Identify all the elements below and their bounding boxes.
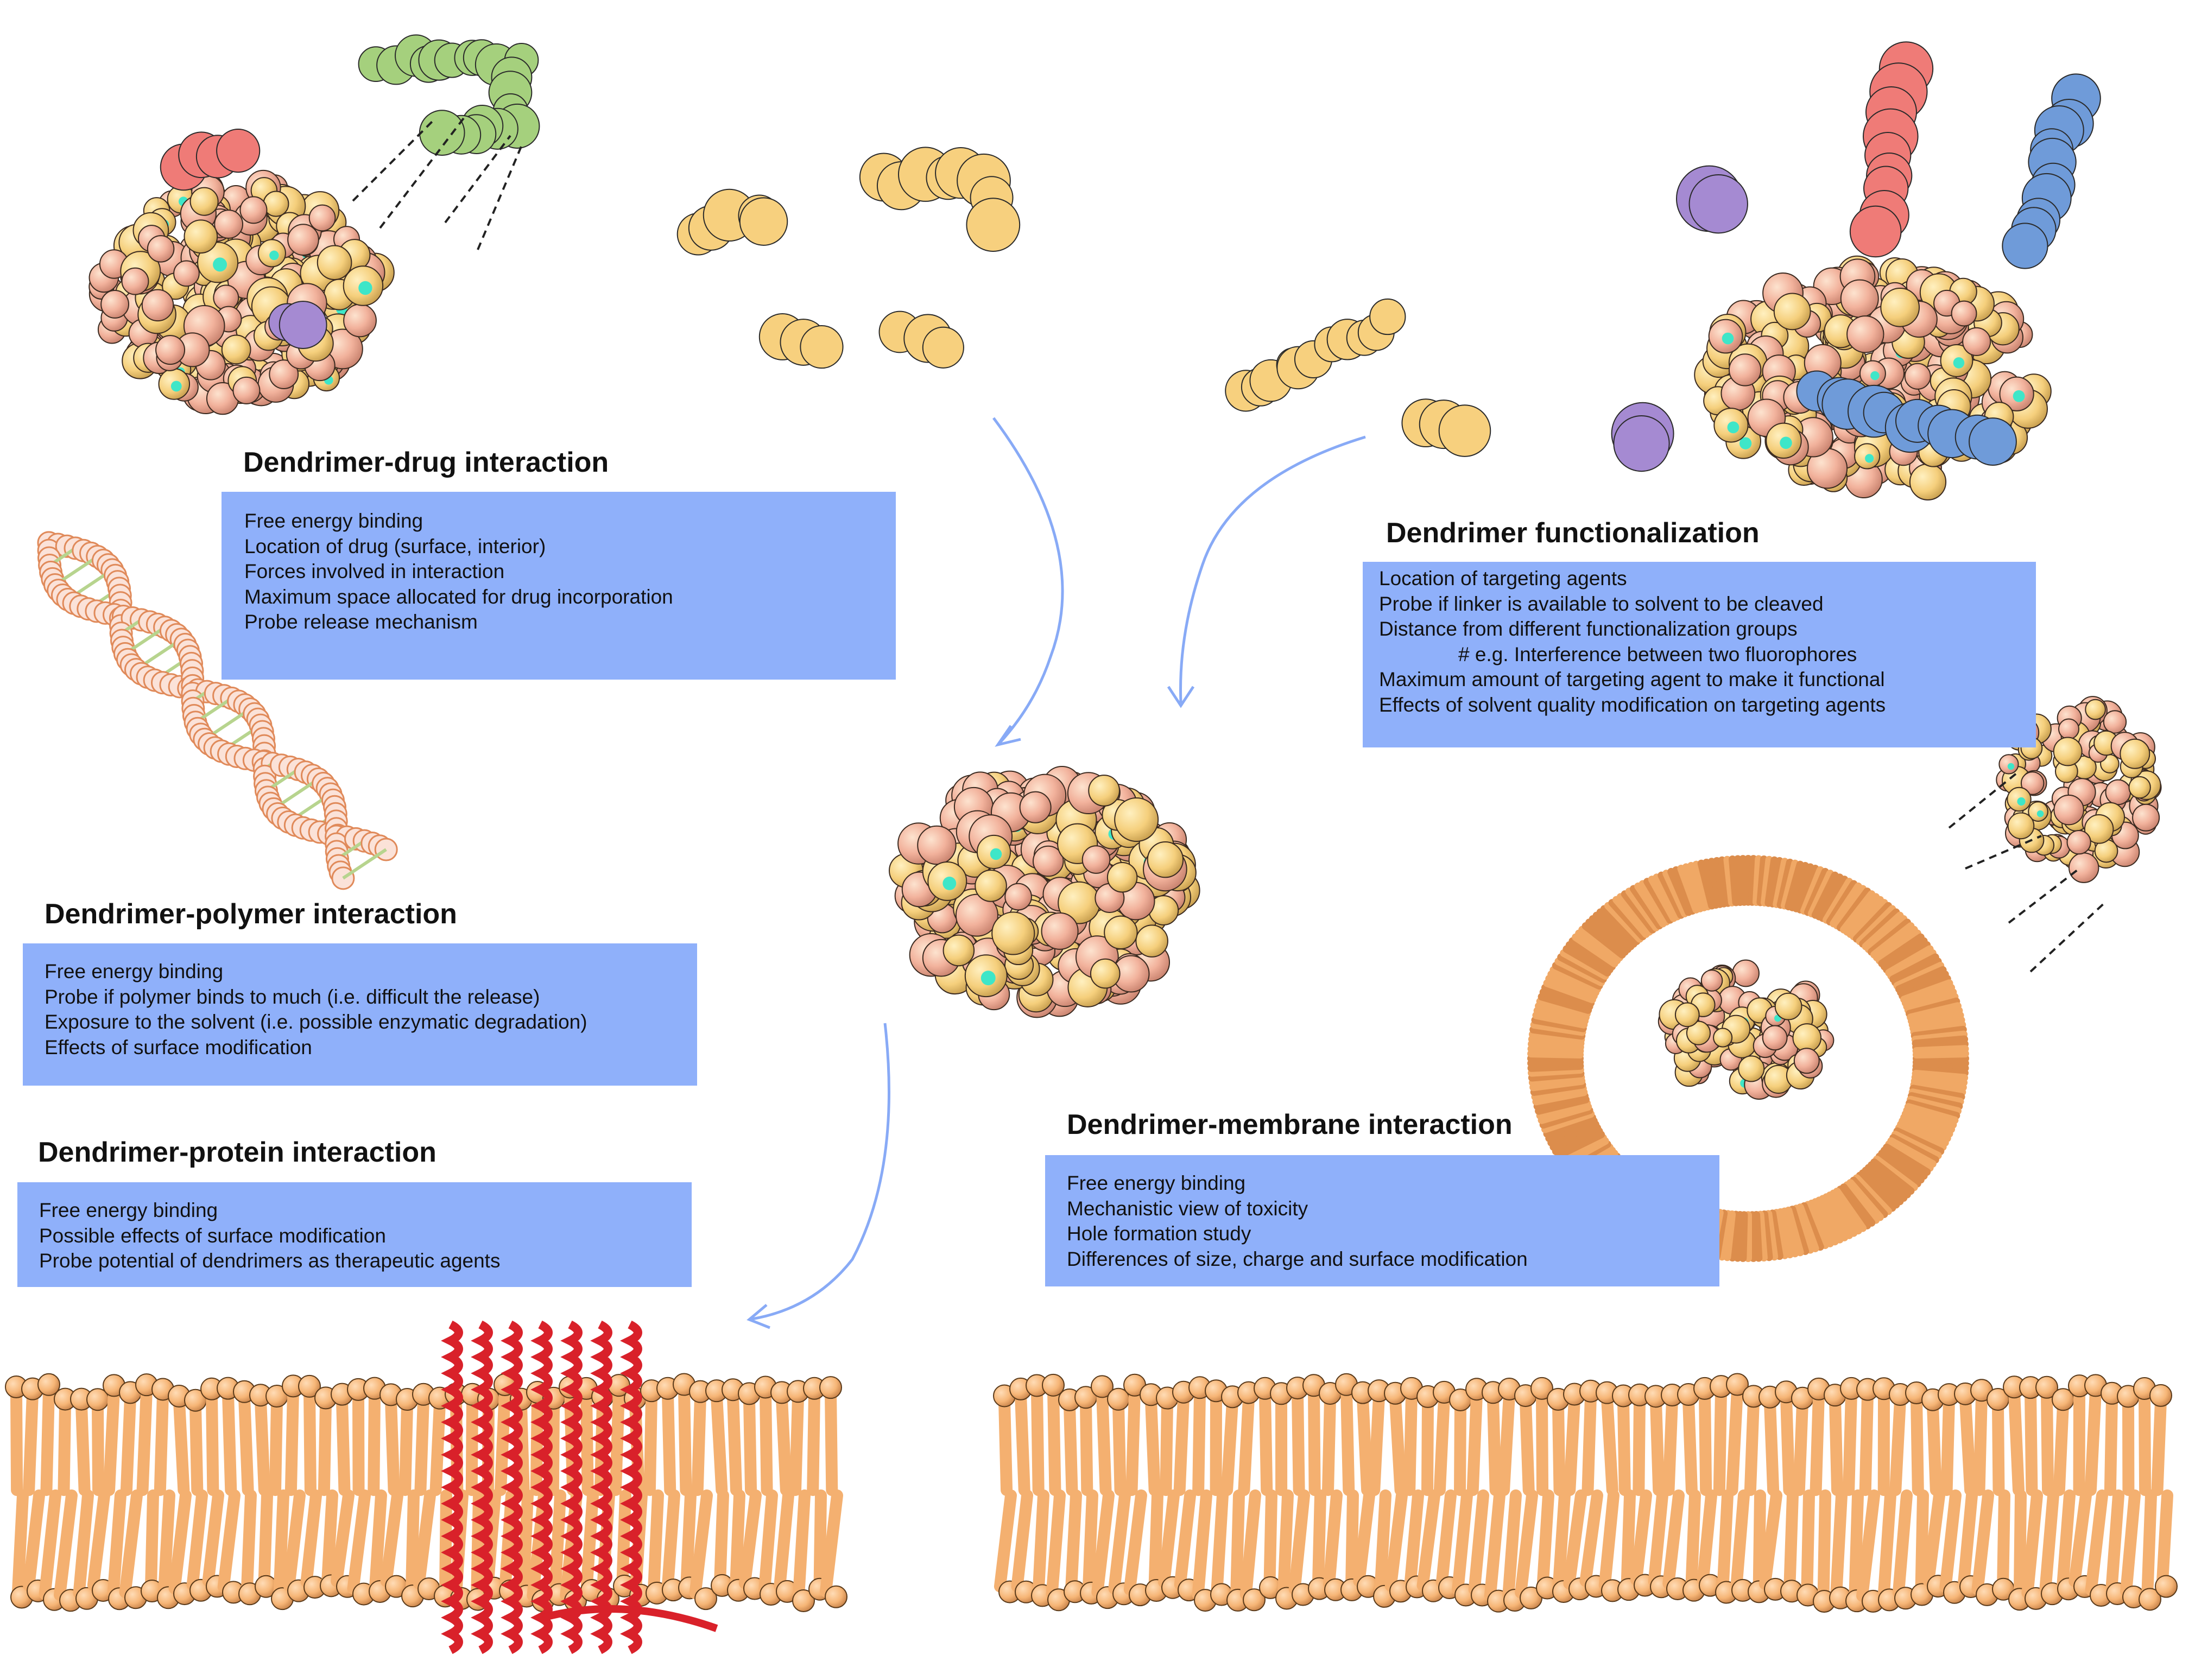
polymer-item: Probe if polymer binds to much (i.e. dif… (45, 985, 540, 1008)
function-panel-list: Location of targeting agents Probe if li… (1379, 566, 1886, 718)
drug-item: Location of drug (surface, interior) (244, 535, 546, 557)
purple-ligand-2 (1611, 402, 1674, 472)
protein-panel-title: Dendrimer-protein interaction (38, 1137, 437, 1168)
dendrimer-drug-complex (88, 169, 395, 415)
func-molecule-1 (1225, 298, 1406, 412)
drug-item: Forces involved in interaction (244, 560, 505, 582)
function-item: Location of targeting agents (1379, 567, 1627, 589)
polymer-panel-box (23, 943, 697, 1086)
membrane-panel-list: Free energy binding Mechanistic view of … (1067, 1171, 1528, 1272)
lipid-bilayer (993, 1373, 2178, 1613)
flow-arrows (747, 417, 1366, 1329)
membrane-item: Free energy binding (1067, 1172, 1246, 1194)
bilayer-with-protein (5, 1373, 847, 1613)
green-drug (358, 34, 540, 156)
polymer-item: Exposure to the solvent (i.e. possible e… (45, 1011, 587, 1033)
drug-panel-title: Dendrimer-drug interaction (243, 447, 609, 478)
membrane-item: Hole formation study (1067, 1222, 1251, 1245)
polymer-item: Free energy binding (45, 960, 224, 982)
func-molecule-2 (1401, 398, 1491, 457)
function-panel-title: Dendrimer functionalization (1386, 517, 1760, 549)
protein-item: Possible effects of surface modification (39, 1224, 386, 1247)
protein-panel-list: Free energy binding Possible effects of … (39, 1198, 500, 1274)
free-drug-3 (758, 313, 844, 369)
drug-item: Probe release mechanism (244, 611, 478, 633)
arrow-function-to-dendrimer (1179, 435, 1366, 703)
red-ligand (1849, 41, 1934, 258)
drug-item: Maximum space allocated for drug incorpo… (244, 585, 673, 608)
function-panel-box (1363, 562, 2036, 747)
arrow-dendrimer-to-protein (751, 1023, 890, 1321)
polymer-panel-list: Free energy binding Probe if polymer bin… (45, 959, 587, 1060)
protein-panel-box (17, 1182, 692, 1287)
function-item: Distance from different functionalizatio… (1379, 618, 1798, 640)
blue-ligand-2 (1796, 370, 2017, 466)
drug-panel-list: Free energy binding Location of drug (su… (244, 509, 673, 635)
red-drug (160, 129, 261, 191)
membrane-protein (441, 1320, 718, 1654)
membrane-panel-box (1045, 1155, 1719, 1286)
protein-item: Probe potential of dendrimers as therape… (39, 1250, 501, 1272)
polymer-panel-title: Dendrimer-polymer interaction (45, 898, 457, 930)
free-drug-4 (878, 310, 964, 369)
free-drug-1 (676, 188, 788, 256)
polymer-item: Effects of surface modification (45, 1036, 312, 1058)
membrane-item: Mechanistic view of toxicity (1067, 1197, 1308, 1220)
membrane-panel-title: Dendrimer-membrane interaction (1067, 1109, 1513, 1140)
zoom-dashes (1948, 770, 2108, 973)
central-dendrimer (889, 766, 1200, 1018)
binding-dashes (352, 113, 522, 250)
protein-item: Free energy binding (39, 1199, 218, 1221)
vesicle-with-dendrimer (1527, 855, 1969, 1262)
blue-ligand (2002, 73, 2101, 269)
vesicle-dendrimer (1658, 959, 1835, 1100)
purple-drug (268, 301, 327, 350)
dna-polymer-helix (37, 531, 398, 890)
arrow-drug-to-dendrimer (992, 417, 1064, 745)
function-item: Probe if linker is available to solvent … (1379, 592, 1824, 615)
function-item: Effects of solvent quality modification … (1379, 693, 1886, 716)
purple-ligand (1675, 165, 1748, 234)
zoomed-dendrimer (1996, 696, 2162, 883)
free-drug-2 (859, 147, 1021, 252)
membrane-item: Differences of size, charge and surface … (1067, 1247, 1528, 1270)
function-item: Maximum amount of targeting agent to mak… (1379, 668, 1885, 690)
drug-item: Free energy binding (244, 510, 423, 532)
function-item: # e.g. Interference between two fluoroph… (1458, 643, 1857, 665)
drug-panel-box (222, 492, 896, 680)
